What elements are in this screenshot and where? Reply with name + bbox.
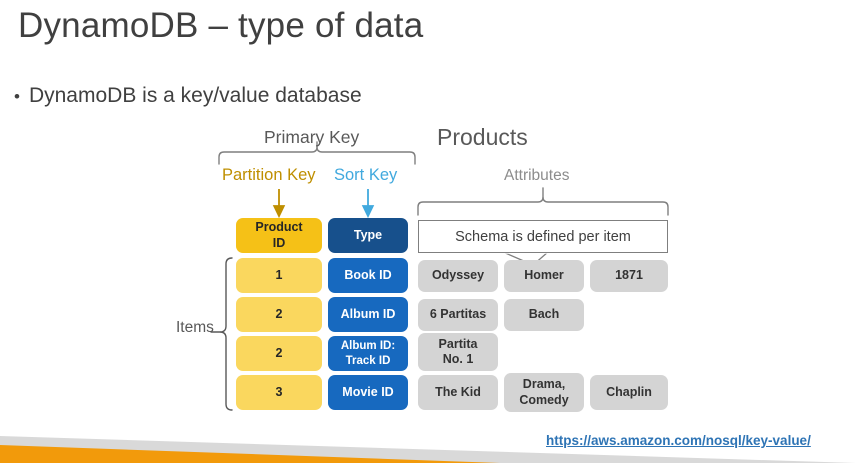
bullet-marker-icon: • [14,87,20,106]
attribute-cell-line2: Comedy [519,392,569,407]
row-partition-key: 3 [236,375,322,410]
footer-orange-triangle [0,445,500,463]
header-cell-type: Type [328,218,408,253]
header-product-id-line2: ID [272,235,286,250]
header-product-id-line1: Product [255,220,303,235]
header-cell-product-id: Product ID [236,218,322,253]
page-title: DynamoDB – type of data [18,6,424,45]
products-table-title: Products [437,124,528,150]
source-link[interactable]: https://aws.amazon.com/nosql/key-value/ [546,433,811,448]
bullet-item: • DynamoDB is a key/value database [14,84,362,108]
row-sort-key: Album ID [328,297,408,332]
items-bracket [210,257,233,411]
primary-key-label: Primary Key [264,127,360,147]
row-sort-key-line2: Track ID [345,354,391,367]
bullet-text: DynamoDB is a key/value database [28,84,362,107]
row-sort-key: Movie ID [328,375,408,410]
partition-key-label: Partition Key [222,166,316,184]
attribute-cell: Bach [504,299,584,331]
row-partition-key: 2 [236,297,322,332]
row-sort-key-line1: Album ID: [340,340,396,353]
attribute-cell: 1871 [590,260,668,292]
attribute-cell-line2: No. 1 [442,352,474,366]
items-label: Items [176,319,214,336]
attribute-cell-line1: Partita [438,336,478,351]
row-partition-key: 1 [236,258,322,293]
partition-key-arrow [272,189,286,219]
attribute-cell-line1: Drama, [522,377,566,392]
attribute-cell: Odyssey [418,260,498,292]
attribute-cell: The Kid [418,375,498,410]
attributes-bracket [417,187,669,216]
sort-key-arrow [361,189,375,219]
row-partition-key: 2 [236,336,322,371]
row-sort-key: Book ID [328,258,408,293]
attribute-cell: Homer [504,260,584,292]
attribute-cell: Drama, Comedy [504,373,584,412]
attributes-label: Attributes [504,167,570,184]
footer-decoration [0,436,856,463]
schema-callout-box: Schema is defined per item [418,220,668,253]
attribute-cell: Chaplin [590,375,668,410]
attribute-cell: Partita No. 1 [418,333,498,371]
attribute-cell: 6 Partitas [418,299,498,331]
row-sort-key: Album ID: Track ID [328,336,408,371]
sort-key-label: Sort Key [334,166,398,184]
